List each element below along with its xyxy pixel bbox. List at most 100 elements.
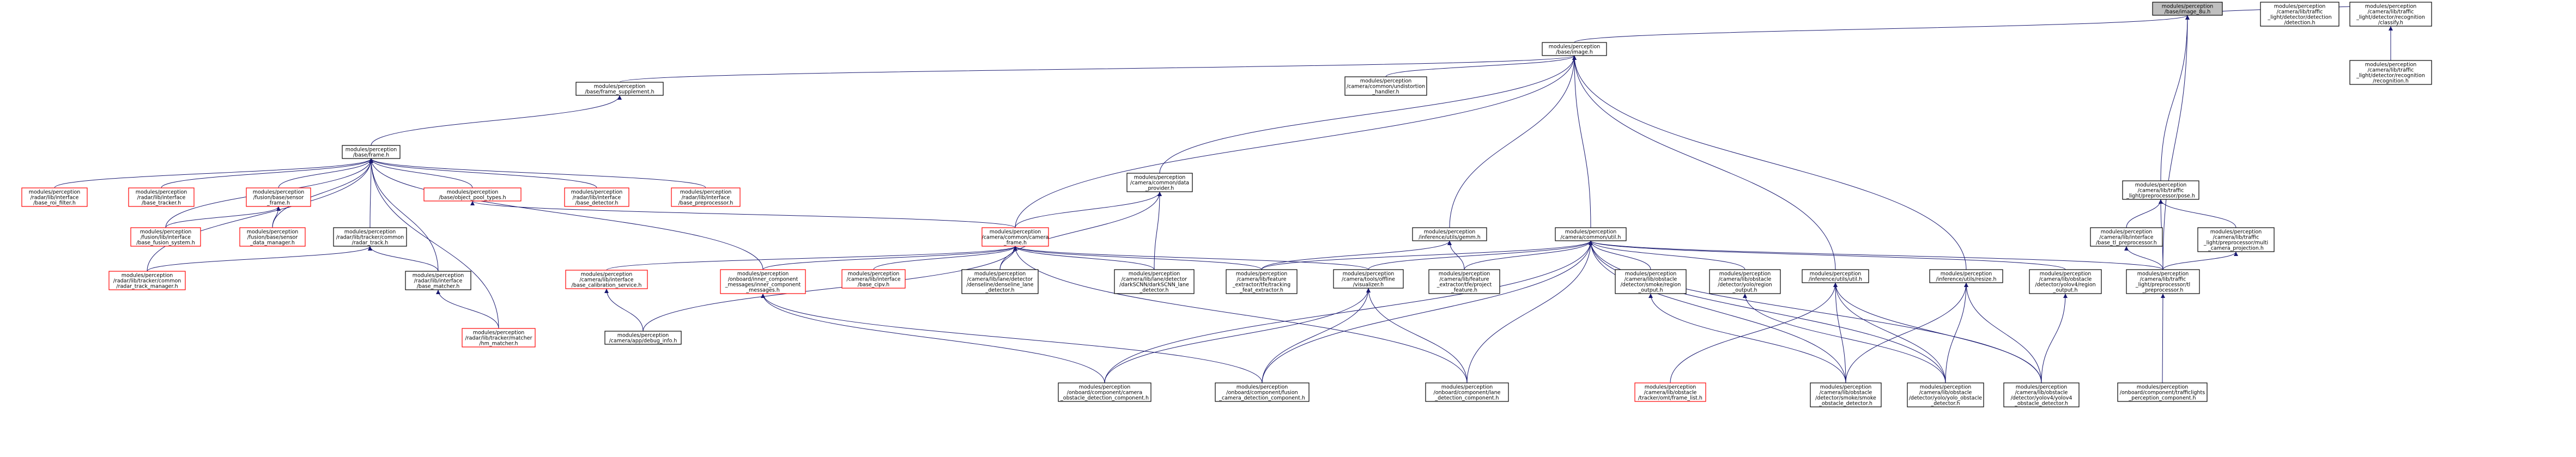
node-label-line: _detector.h — [1139, 288, 1168, 294]
edge-trafficlights_comp-to-tl_preprocessor — [2160, 293, 2165, 383]
node-box — [841, 269, 906, 289]
node-box — [128, 187, 195, 207]
node-frame-list[interactable]: modules/perception/camera/lib/obstacle/t… — [1634, 382, 1706, 402]
node-label-line: modules/perception — [136, 190, 187, 196]
node-smoke-detector[interactable]: modules/perception/camera/lib/obstacle/d… — [1810, 382, 1882, 407]
node-rec-recognition[interactable]: modules/perception/camera/lib/traffic_li… — [2349, 60, 2432, 85]
edge-base_detector-to-base_frame — [369, 158, 597, 188]
node-lane-comp[interactable]: modules/perception/onboard/component/lan… — [1425, 382, 1509, 402]
edge-data_provider-to-image — [1159, 55, 1577, 174]
node-label-line: modules/perception — [1820, 385, 1872, 391]
edge-tl_pose-to-root — [2160, 15, 2190, 181]
edge-tracking_feat-to-common_util — [1261, 240, 1593, 270]
node-root: modules/perception/base/image_8u.h — [2152, 2, 2223, 16]
node-box — [108, 271, 186, 290]
node-label-line: /base_matcher.h — [417, 284, 460, 290]
node-undistortion[interactable]: modules/perception/camera/common/undisto… — [1344, 76, 1427, 96]
node-base-tl-preprocessor[interactable]: modules/perception/camera/lib/interface/… — [2090, 227, 2163, 247]
node-base-matcher[interactable]: modules/perception/radar/lib/interface/b… — [405, 271, 471, 290]
node-box — [2029, 269, 2102, 294]
node-det-detection[interactable]: modules/perception/camera/lib/traffic_li… — [2260, 2, 2339, 27]
edge-hm_matcher-to-base_frame — [369, 158, 499, 329]
node-yolo-region[interactable]: modules/perception/camera/lib/obstacle/d… — [1709, 269, 1781, 294]
node-label-line: /camera/lib/feature — [1439, 277, 1489, 283]
node-label-line: modules/perception — [571, 190, 623, 196]
node-trafficlights-comp[interactable]: modules/perception/onboard/component/tra… — [2117, 382, 2208, 402]
node-label-line: _obstacle_detector.h — [1819, 401, 1872, 407]
node-label-line: modules/perception — [122, 273, 173, 279]
node-radar-track[interactable]: modules/perception/radar/lib/tracker/com… — [333, 227, 407, 247]
edge-tl_preprocessor-to-common_util — [1589, 240, 2163, 270]
node-label-line: /onboard/inner_component — [728, 277, 798, 283]
node-base-fusion-system[interactable]: modules/perception/fusion/lib/interface/… — [130, 227, 201, 247]
node-yolo-detector[interactable]: modules/perception/camera/lib/obstacle/d… — [1907, 382, 1984, 407]
node-yolov4-detector[interactable]: modules/perception/camera/lib/obstacle/d… — [2003, 382, 2080, 407]
node-label-line: /camera/lib/obstacle — [1719, 277, 1772, 283]
node-label-line: /base/frame_supplement.h — [585, 89, 654, 95]
node-label-line: /base/frame.h — [353, 153, 389, 159]
node-box — [2197, 227, 2275, 252]
node-debug-info[interactable]: modules/perception/camera/app/debug_info… — [604, 331, 682, 345]
node-offline-visualizer[interactable]: modules/perception/camera/tools/offline/… — [1333, 269, 1404, 289]
node-base-calibration[interactable]: modules/perception/camera/lib/interface/… — [565, 270, 648, 289]
node-resize[interactable]: modules/perception/inference/utils/resiz… — [1929, 269, 2003, 283]
node-tl-pose[interactable]: modules/perception/camera/lib/traffic_li… — [2122, 180, 2199, 200]
node-box — [1333, 269, 1404, 289]
node-tl-preprocessor[interactable]: modules/perception/camera/lib/traffic_li… — [2126, 269, 2200, 294]
node-rec-classify[interactable]: modules/perception/camera/lib/traffic_li… — [2349, 2, 2432, 27]
node-box — [1412, 227, 1487, 241]
node-label-line: modules/perception — [2274, 4, 2326, 10]
node-inference-util[interactable]: modules/perception/inference/utils/util.… — [1802, 269, 1869, 283]
node-box — [21, 187, 88, 207]
node-common-util[interactable]: modules/perception/camera/common/util.h — [1555, 227, 1627, 241]
edge-yolov4_detector-to-resize — [1964, 282, 2042, 383]
node-data-provider[interactable]: modules/perception/camera/common/data_pr… — [1126, 173, 1193, 192]
node-object-pool[interactable]: modules/perception/base/object_pool_type… — [423, 187, 522, 202]
node-base-roi-filter[interactable]: modules/perception/radar/lib/interface/b… — [21, 187, 88, 207]
node-yolov4-region[interactable]: modules/perception/camera/lib/obstacle/d… — [2029, 269, 2102, 294]
node-camera-frame[interactable]: modules/perception/camera/common/camera_… — [981, 227, 1049, 247]
node-smoke-region[interactable]: modules/perception/camera/lib/obstacle/d… — [1615, 269, 1687, 294]
node-base-frame[interactable]: modules/perception/base/frame.h — [342, 145, 401, 159]
node-label-line: modules/perception — [344, 229, 396, 235]
node-fusion-camera-comp[interactable]: modules/perception/onboard/component/fus… — [1215, 382, 1310, 402]
node-label-line: _output.h — [1732, 288, 1757, 294]
node-darkscnn[interactable]: modules/perception/camera/lib/lane/detec… — [1114, 269, 1195, 294]
node-label-line: modules/perception — [1645, 385, 1696, 391]
node-box — [1058, 382, 1151, 402]
node-frame-supplement[interactable]: modules/perception/base/frame_supplement… — [575, 82, 664, 96]
node-box — [2152, 2, 2223, 16]
node-sensor-frame[interactable]: modules/perception/fusion/base/sensor_fr… — [246, 187, 311, 207]
node-inner-component[interactable]: modules/perception/onboard/inner_compone… — [720, 269, 806, 294]
node-box — [423, 187, 522, 202]
node-radar-track-manager[interactable]: modules/perception/radar/lib/tracker/com… — [108, 271, 186, 290]
node-tracking-feat[interactable]: modules/perception/camera/lib/feature_ex… — [1226, 269, 1298, 294]
node-hm-matcher[interactable]: modules/perception/radar/lib/tracker/mat… — [462, 328, 536, 348]
node-label-line: /onboard/component/lane — [1434, 390, 1501, 396]
node-denseline[interactable]: modules/perception/camera/lib/lane/detec… — [961, 269, 1039, 294]
node-label-line: modules/perception — [1424, 229, 1476, 235]
node-multi-camera-projection[interactable]: modules/perception/camera/lib/traffic_li… — [2197, 227, 2275, 252]
node-label-line: _handler.h — [1372, 89, 1399, 95]
node-label-line: _feature.h — [1451, 288, 1477, 294]
edge-project_feature-to-gemm — [1447, 240, 1465, 270]
node-gemm[interactable]: modules/perception/inference/utils/gemm.… — [1412, 227, 1487, 241]
node-project-feature[interactable]: modules/perception/camera/lib/feature_ex… — [1428, 269, 1500, 294]
node-base-cipv[interactable]: modules/perception/camera/lib/interface/… — [841, 269, 906, 289]
node-base-detector[interactable]: modules/perception/radar/lib/interface/b… — [564, 187, 629, 207]
node-base-preprocessor[interactable]: modules/perception/radar/lib/interface/b… — [671, 187, 741, 207]
node-camera-obstacle-comp[interactable]: modules/perception/onboard/component/cam… — [1058, 382, 1151, 402]
node-label-line: modules/perception — [617, 333, 669, 339]
node-label-line: /fusion/base/sensor — [253, 195, 304, 201]
node-image[interactable]: modules/perception/base/image.h — [1542, 42, 1607, 56]
edge-inner_component-to-camera_frame — [762, 246, 1017, 270]
edge-camera_frame-to-object_pool — [470, 200, 1016, 228]
node-label-line: modules/perception — [413, 273, 464, 279]
node-label-line: /detector/smoke/region — [1621, 282, 1681, 288]
node-sensor-data-manager[interactable]: modules/perception/fusion/base/sensor_da… — [239, 227, 306, 247]
edge-debug_info-to-base_calibration — [604, 288, 644, 332]
node-box — [2349, 2, 2432, 27]
node-base-tracker[interactable]: modules/perception/radar/lib/interface/b… — [128, 187, 195, 207]
node-box — [2349, 60, 2432, 85]
node-label-line: /base_detector.h — [575, 200, 619, 206]
